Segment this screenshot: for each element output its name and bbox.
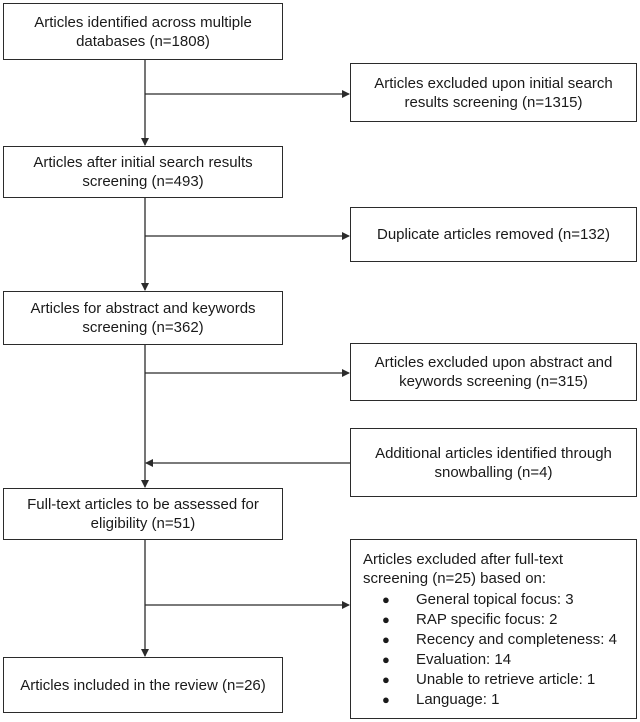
after-initial-text: Articles after initial search results sc… (33, 154, 253, 190)
duplicates-text: Duplicate articles removed (n=132) (376, 226, 611, 243)
excluded-initial-text: Articles excluded upon initial search re… (374, 74, 613, 111)
abstract-screening-box: Articles for abstract and keywords scree… (3, 291, 283, 345)
excluded-abstract-box: Articles excluded upon abstract and keyw… (350, 343, 637, 401)
exclusion-reasons-list: General topical focus: 3 RAP specific fo… (363, 590, 624, 710)
snowballing-text: Additional articles identified through s… (375, 444, 612, 481)
excluded-initial-box: Articles excluded upon initial search re… (350, 63, 637, 122)
included-text: Articles included in the review (n=26) (20, 676, 266, 694)
identified-text: Articles identified across multiple data… (34, 13, 252, 50)
exclusion-reason: Recency and completeness: 4 (363, 630, 624, 650)
exclusion-reason: Language: 1 (363, 690, 624, 710)
abstract-screening-text: Articles for abstract and keywords scree… (30, 300, 256, 336)
full-text-box: Full-text articles to be assessed for el… (3, 488, 283, 540)
after-initial-box: Articles after initial search results sc… (3, 146, 283, 198)
excluded-fulltext-box: Articles excluded after full-text screen… (350, 539, 637, 719)
exclusion-reason: RAP specific focus: 2 (363, 610, 624, 630)
identified-box: Articles identified across multiple data… (3, 3, 283, 60)
full-text-text: Full-text articles to be assessed for el… (27, 496, 259, 532)
included-box: Articles included in the review (n=26) (3, 657, 283, 713)
excluded-fulltext-heading: Articles excluded after full-text screen… (363, 551, 564, 587)
excluded-abstract-text: Articles excluded upon abstract and keyw… (374, 354, 613, 390)
exclusion-reason: General topical focus: 3 (363, 590, 624, 610)
exclusion-reason: Evaluation: 14 (363, 650, 624, 670)
snowballing-box: Additional articles identified through s… (350, 428, 637, 497)
exclusion-reason: Unable to retrieve article: 1 (363, 670, 624, 690)
duplicates-box: Duplicate articles removed (n=132) (350, 207, 637, 262)
